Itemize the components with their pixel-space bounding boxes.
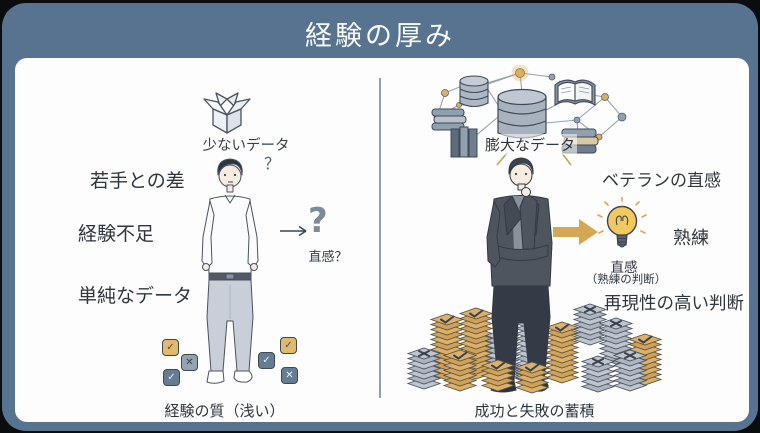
checkbox-cross-icon: ✕ (181, 354, 198, 371)
simple-data-label: 単純なデータ (78, 285, 193, 307)
left-caption: 経験の質（浅い） (164, 402, 285, 420)
stacks-front-illustration (442, 349, 648, 394)
empty-box-icon (203, 92, 251, 134)
veteran-man-illustration (486, 157, 553, 393)
data-network-illustration (431, 65, 627, 166)
head-question-mark: ？ (264, 154, 281, 173)
intuition-label: 直感 (610, 260, 638, 276)
young-man-illustration (201, 158, 259, 384)
reproducible-judgment-label: 再現性の高い判断 (604, 294, 744, 314)
lightbulb-icon (597, 197, 647, 248)
gap-with-young-label: 若手との差 (90, 170, 185, 192)
checkbox-check-icon: ✓ (162, 339, 179, 356)
veteran-intuition-label: ベテランの直感 (602, 171, 721, 191)
huge-data-label: 膨大なデータ (483, 134, 578, 155)
checkbox-check-icon: ✓ (258, 352, 275, 369)
page-title: 経験の厚み (305, 21, 455, 52)
intuition-question-label: 直感？ (308, 250, 348, 265)
checkbox-check-icon: ✓ (280, 337, 297, 354)
gold-arrow-icon (553, 219, 598, 245)
right-caption: 成功と失敗の蓄積 (474, 402, 595, 420)
checkbox-cross-icon: ✕ (281, 367, 298, 384)
card-frame: 経験の厚み 少ないデータ (2, 3, 758, 431)
big-question-mark: ? (308, 201, 328, 241)
thin-arrow-icon (280, 225, 307, 237)
intuition-note-label: （熟練の判断） (585, 272, 667, 286)
mastery-label: 熟練 (673, 228, 709, 249)
panel-divider (379, 78, 381, 398)
lack-of-experience-label: 経験不足 (78, 223, 155, 245)
checkbox-check-icon: ✓ (163, 369, 180, 386)
few-data-label: 少ないデータ (202, 138, 290, 154)
